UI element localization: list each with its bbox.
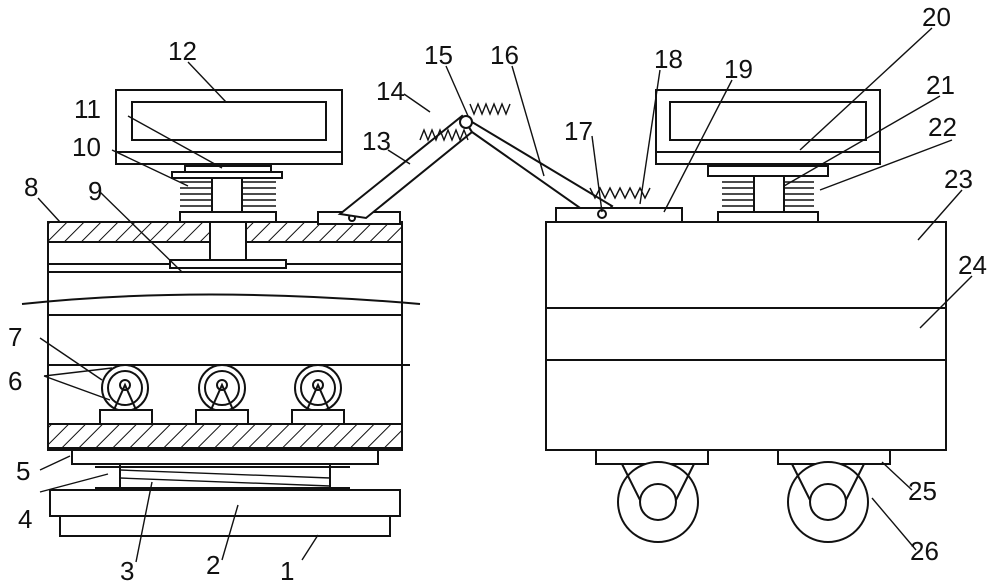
film-sheet xyxy=(21,293,421,305)
label-17: 17 xyxy=(564,116,593,146)
label-5: 5 xyxy=(16,456,30,486)
label-4: 4 xyxy=(18,504,32,534)
label-18: 18 xyxy=(654,44,683,74)
labels: 1 2 3 4 5 6 7 8 9 10 11 12 13 14 15 16 1… xyxy=(8,2,987,585)
bottom-hatched-plate xyxy=(47,423,403,449)
label-19: 19 xyxy=(724,54,753,84)
wheel-left xyxy=(617,461,699,543)
spring-14 xyxy=(419,128,469,142)
right-body xyxy=(545,221,947,451)
base-plate-1 xyxy=(59,515,391,537)
label-10: 10 xyxy=(72,132,101,162)
label-7: 7 xyxy=(8,322,22,352)
label-22: 22 xyxy=(928,112,957,142)
label-21: 21 xyxy=(926,70,955,100)
pressure-plate-9 xyxy=(169,259,287,269)
hinge-base-right xyxy=(555,207,683,223)
roller-1 xyxy=(99,364,153,425)
label-9: 9 xyxy=(88,176,102,206)
left-spring-stack xyxy=(171,165,283,223)
wheel-right xyxy=(787,461,869,543)
label-11: 11 xyxy=(74,94,101,124)
linkage xyxy=(317,102,683,225)
leader-lines xyxy=(37,27,973,563)
label-25: 25 xyxy=(908,476,937,506)
label-26: 26 xyxy=(910,536,939,566)
label-3: 3 xyxy=(120,556,134,585)
roller-2 xyxy=(195,364,249,425)
spring-14b xyxy=(469,102,511,116)
label-14: 14 xyxy=(376,76,405,106)
label-12: 12 xyxy=(168,36,197,66)
base-plate-2 xyxy=(49,489,401,517)
label-6: 6 xyxy=(8,366,22,396)
right-display xyxy=(655,89,881,165)
left-display xyxy=(115,89,343,165)
pivot-15 xyxy=(459,115,473,129)
label-13: 13 xyxy=(362,126,391,156)
roller-3 xyxy=(291,364,345,425)
roller-group xyxy=(99,364,345,425)
plate-5 xyxy=(71,449,379,465)
label-2: 2 xyxy=(206,550,220,580)
right-spring-stack xyxy=(707,165,829,223)
label-16: 16 xyxy=(490,40,519,70)
right-assembly xyxy=(545,89,947,543)
bottom-spring-layer xyxy=(95,462,350,490)
spring-18 xyxy=(589,186,651,200)
arm-13 xyxy=(337,114,474,220)
label-15: 15 xyxy=(424,40,453,70)
label-24: 24 xyxy=(958,250,987,280)
label-8: 8 xyxy=(24,172,38,202)
left-assembly xyxy=(21,89,421,537)
label-23: 23 xyxy=(944,164,973,194)
label-1: 1 xyxy=(280,556,294,585)
label-20: 20 xyxy=(922,2,951,32)
center-post xyxy=(209,221,247,261)
